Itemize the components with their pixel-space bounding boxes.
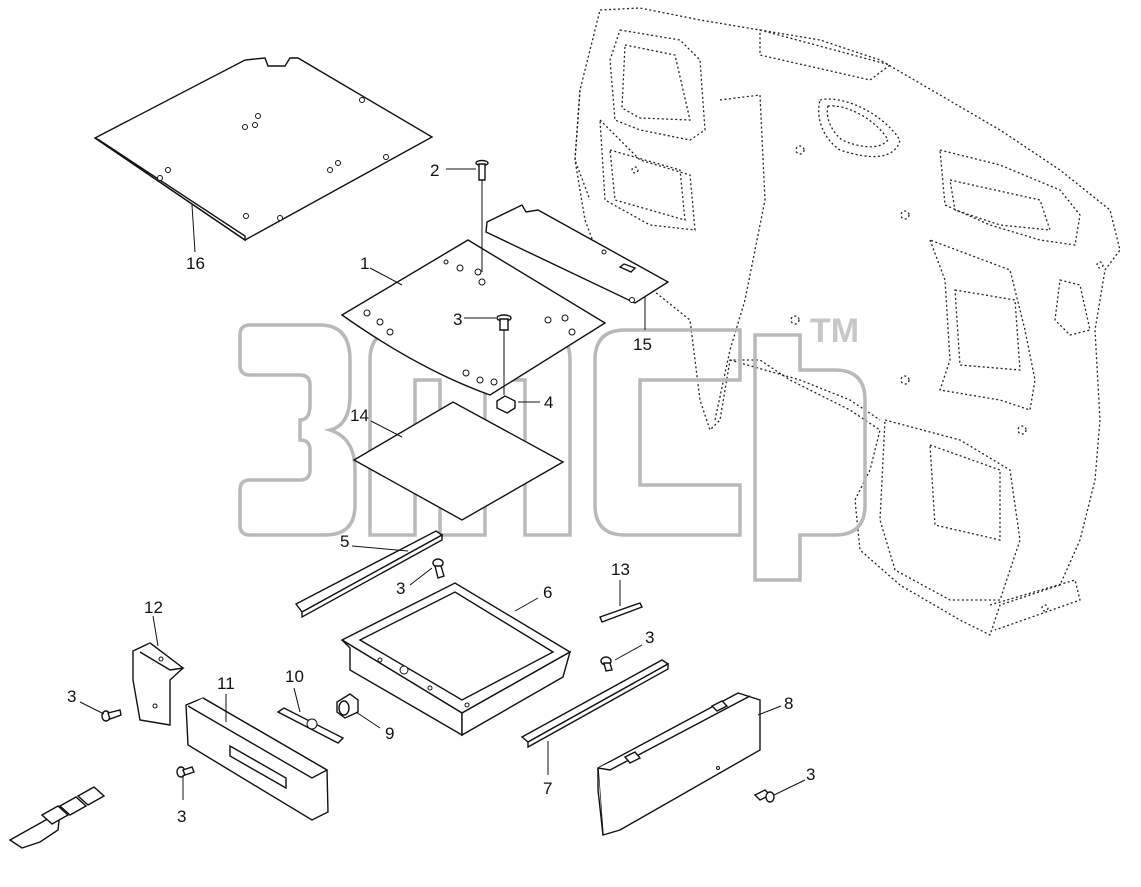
part-3-screw-cover — [753, 789, 775, 803]
part-15-side-plate — [485, 204, 670, 304]
part-7-rail-right — [520, 659, 670, 749]
part-9-lock-cylinder — [336, 693, 359, 719]
part-4-nut — [496, 395, 516, 414]
part-8-right-cover — [597, 692, 761, 836]
callout-3-right: 3 — [645, 628, 654, 647]
callout-3-front: 3 — [177, 807, 186, 826]
part-11-front-panel — [185, 697, 329, 821]
part-3-screw-rail — [432, 558, 445, 579]
part-14-mat — [352, 401, 565, 521]
callout-2: 2 — [430, 161, 439, 180]
part-10-latch-bar — [276, 707, 345, 744]
callout-15: 15 — [633, 335, 652, 354]
callout-13: 13 — [611, 560, 630, 579]
leader-lines — [79, 168, 806, 800]
callout-1: 1 — [360, 254, 369, 273]
callout-11: 11 — [217, 674, 235, 693]
part-3-screw-left — [101, 709, 122, 722]
callout-3-left: 3 — [67, 687, 76, 706]
callout-3-upper: 3 — [453, 310, 462, 329]
callout-16: 16 — [186, 254, 205, 273]
part-16-floor-plate — [93, 57, 434, 242]
callout-3-rail: 3 — [396, 579, 405, 598]
callout-12: 12 — [144, 598, 163, 617]
part-3-screw-front — [176, 766, 195, 778]
callout-10: 10 — [285, 667, 304, 686]
part-12-left-bracket — [132, 642, 185, 726]
callout-4: 4 — [544, 393, 553, 412]
part-13-strip — [599, 602, 643, 623]
cab-rear-wall-outline — [574, 7, 1121, 636]
front-direction-arrow-icon — [8, 786, 106, 849]
callout-6: 6 — [543, 583, 552, 602]
callout-7: 7 — [543, 779, 552, 798]
part-3-screw-right — [600, 656, 613, 672]
callout-8: 8 — [784, 694, 793, 713]
callout-3-cover: 3 — [806, 765, 815, 784]
callout-labels: 16 1 2 3 4 15 14 5 3 6 13 3 7 8 3 9 10 1… — [67, 161, 815, 826]
part-3-screw-upper — [496, 314, 512, 395]
callout-14: 14 — [350, 406, 369, 425]
callout-9: 9 — [385, 724, 394, 743]
part-2-screw — [475, 159, 489, 272]
watermark-trademark: TM — [810, 312, 859, 350]
callout-5: 5 — [340, 532, 349, 551]
part-6-drawer-box — [340, 582, 572, 737]
